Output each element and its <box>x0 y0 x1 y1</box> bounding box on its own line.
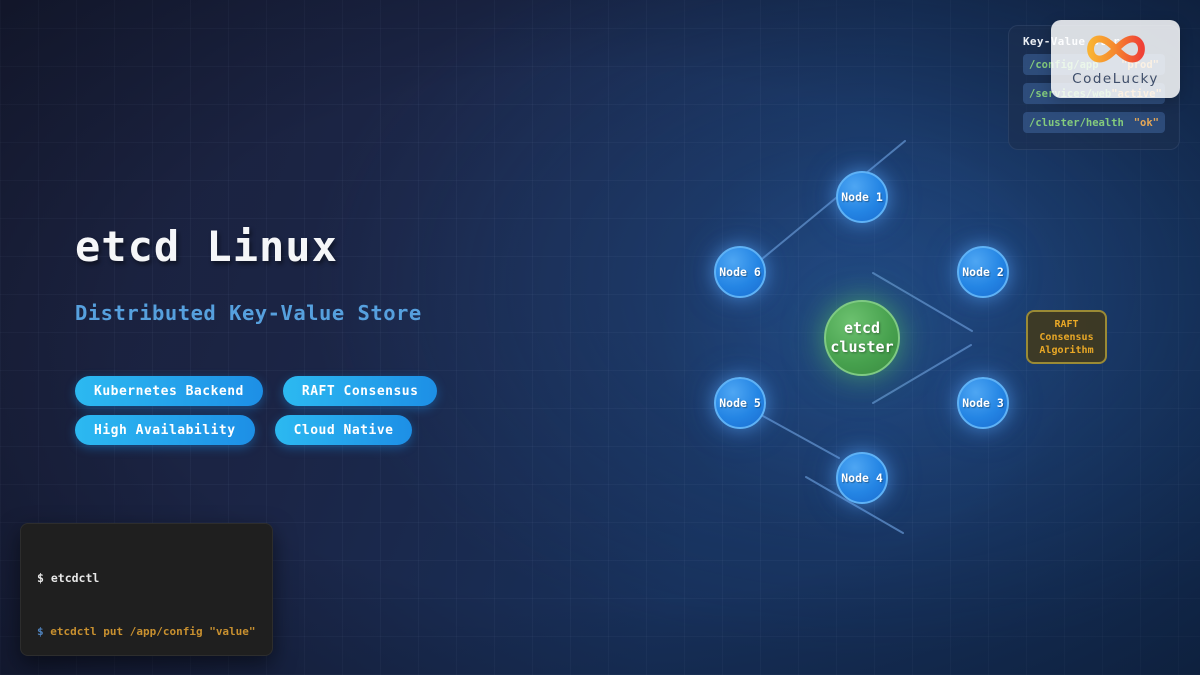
cluster-node-4: Node 4 <box>836 452 888 504</box>
page-subtitle: Distributed Key-Value Store <box>75 301 422 325</box>
page-title: etcd Linux <box>75 222 338 271</box>
etcd-cluster-label-line1: etcd <box>843 319 881 337</box>
badge-high-availability: High Availability <box>75 415 255 445</box>
etcd-cluster-label-line2: cluster <box>830 338 894 356</box>
badge-cloud-native: Cloud Native <box>274 415 413 445</box>
codelucky-watermark: CodeLucky <box>1051 20 1180 98</box>
cluster-node-6: Node 6 <box>714 246 766 298</box>
terminal-title: $ etcdctl <box>37 571 100 585</box>
cluster-node-2: Node 2 <box>957 246 1009 298</box>
brand-name: CodeLucky <box>1072 70 1159 87</box>
feature-badges: Kubernetes Backend RAFT Consensus High A… <box>75 376 635 445</box>
etcd-cluster-node: etcd cluster <box>824 300 900 376</box>
badge-raft-consensus: RAFT Consensus <box>282 376 438 406</box>
cluster-node-3: Node 3 <box>957 377 1009 429</box>
cluster-node-1: Node 1 <box>836 171 888 223</box>
raft-consensus-box: RAFT Consensus Algorithm <box>1026 310 1107 364</box>
badge-kubernetes-backend: Kubernetes Backend <box>75 376 263 406</box>
terminal-window: $ etcdctl $ etcdctl put /app/config "val… <box>20 523 273 675</box>
cluster-node-5: Node 5 <box>714 377 766 429</box>
infinity-icon <box>1083 32 1149 70</box>
terminal-line: $ etcdctl put /app/config "value" <box>37 624 256 638</box>
kv-row-cluster-health: /cluster/health "ok" <box>1023 112 1165 133</box>
